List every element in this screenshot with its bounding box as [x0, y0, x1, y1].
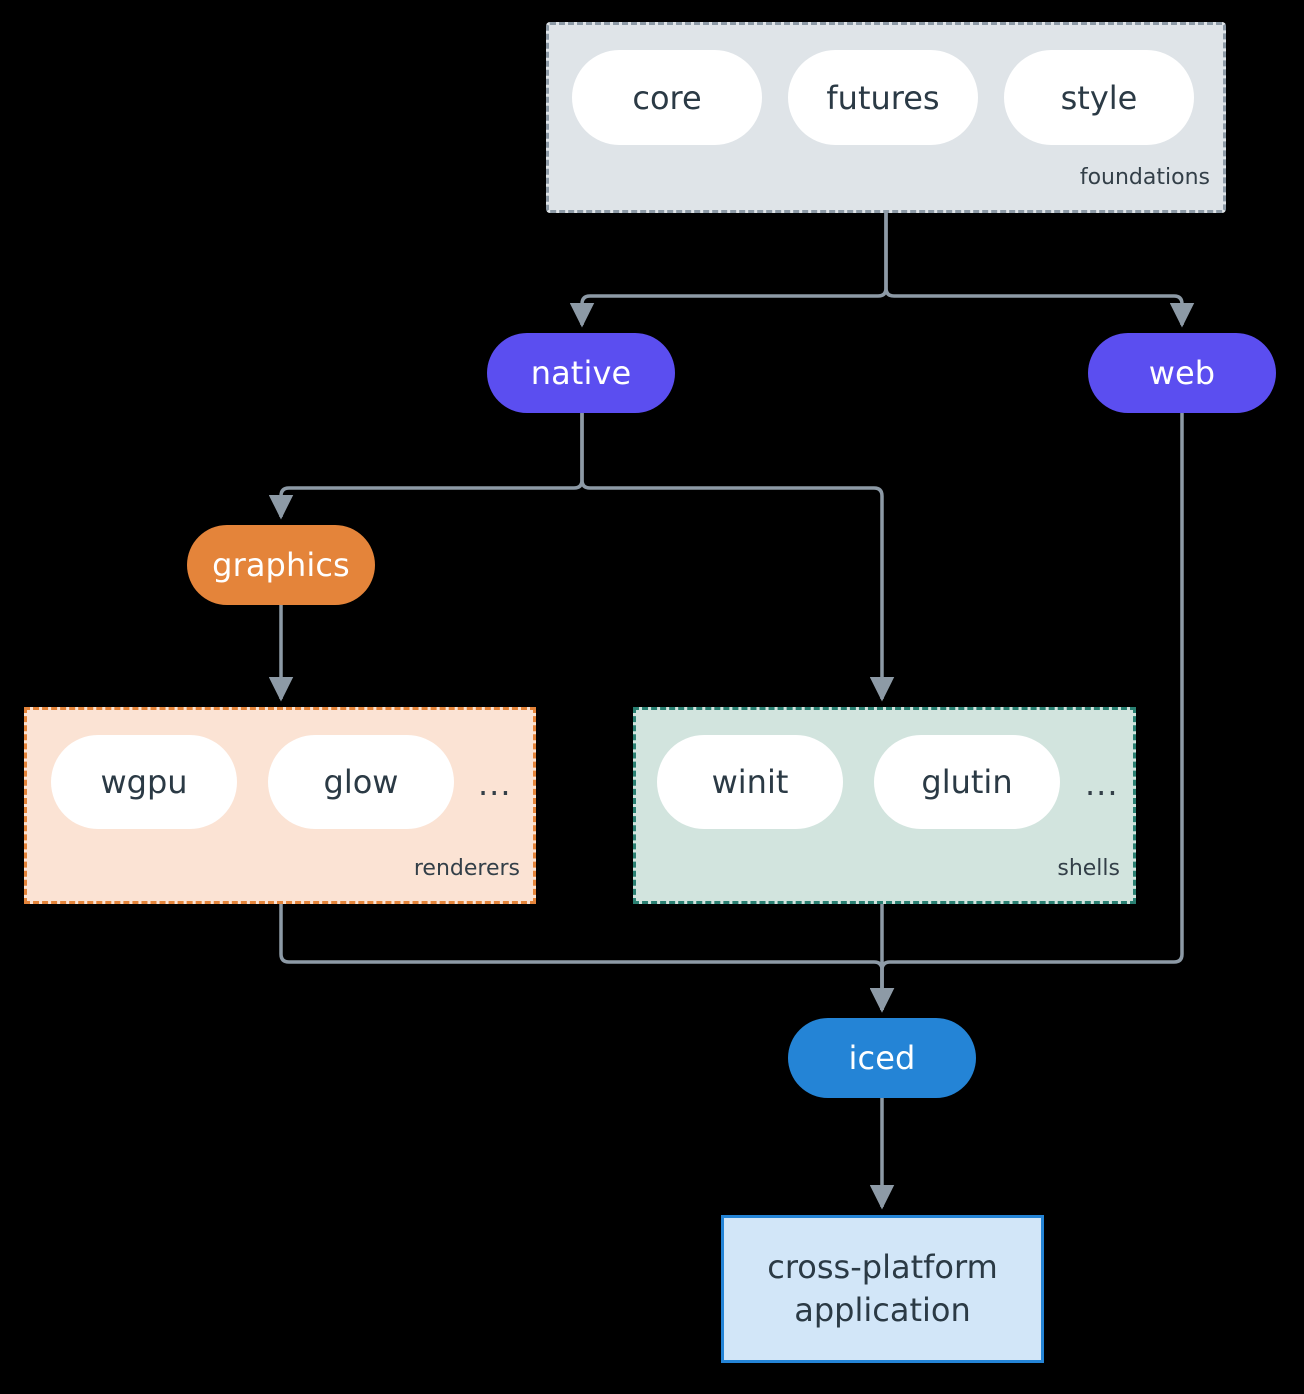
ellipsis-shells: ...: [1085, 765, 1119, 803]
leaf-label: glow: [323, 763, 399, 801]
ellipsis-renderers: ...: [478, 765, 512, 803]
leaf-wgpu[interactable]: wgpu: [51, 735, 237, 829]
edge-web-iced: [869, 413, 1184, 1013]
leaf-winit[interactable]: winit: [657, 735, 843, 829]
leaf-label: glutin: [921, 763, 1013, 801]
leaf-label: wgpu: [100, 763, 188, 801]
leaf-futures[interactable]: futures: [788, 50, 978, 145]
leaf-style[interactable]: style: [1004, 50, 1194, 145]
cluster-label-shells: shells: [1057, 856, 1120, 881]
leaf-label: style: [1060, 78, 1138, 117]
node-label: graphics: [212, 546, 350, 584]
node-web[interactable]: web: [1088, 333, 1276, 413]
edge-native-graphics: [268, 413, 584, 520]
edge-foundations-native: [569, 213, 888, 328]
leaf-label: core: [632, 78, 702, 117]
edge-native-shells: [580, 413, 895, 702]
leaf-label: winit: [711, 763, 789, 801]
node-iced[interactable]: iced: [788, 1018, 976, 1098]
edge-renderers-iced: [279, 904, 895, 1013]
terminal-line-1: cross-platform: [767, 1247, 998, 1286]
leaf-label: futures: [826, 78, 940, 117]
node-label: web: [1148, 354, 1216, 392]
node-label: iced: [848, 1039, 916, 1077]
terminal-line-2: application: [794, 1291, 971, 1329]
node-native[interactable]: native: [487, 333, 675, 413]
edge-foundations-web: [884, 213, 1195, 328]
node-cross-platform-application[interactable]: cross-platform application: [721, 1215, 1044, 1363]
node-label: native: [530, 354, 632, 392]
leaf-glow[interactable]: glow: [268, 735, 454, 829]
node-graphics[interactable]: graphics: [187, 525, 375, 605]
cluster-label-foundations: foundations: [1079, 165, 1210, 190]
leaf-glutin[interactable]: glutin: [874, 735, 1060, 829]
leaf-core[interactable]: core: [572, 50, 762, 145]
cluster-label-renderers: renderers: [413, 856, 520, 881]
